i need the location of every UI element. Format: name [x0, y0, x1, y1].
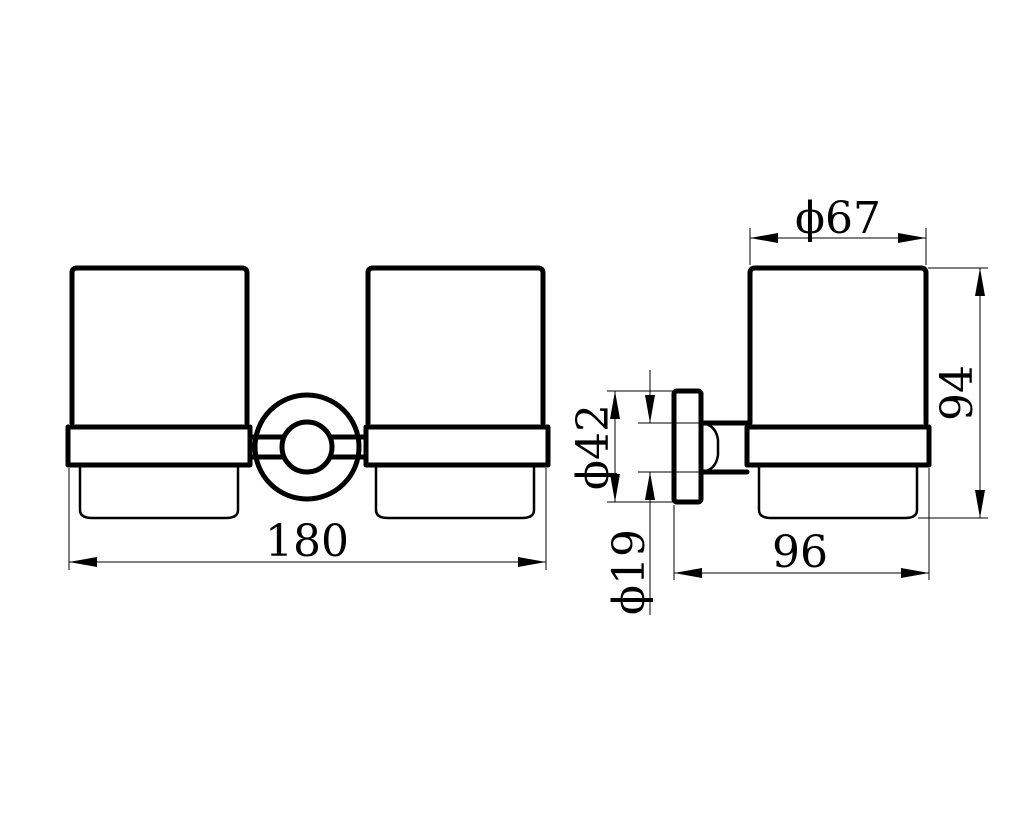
dim-base-diameter: ϕ42 — [568, 390, 674, 503]
side-view: ϕ67 94 96 ϕ42 — [568, 193, 988, 615]
dim-overall-width: 180 — [68, 468, 547, 570]
dim-height-label: 94 — [932, 365, 983, 421]
dim-post-diameter-label: ϕ19 — [604, 529, 655, 615]
wall-flange-side — [671, 388, 750, 505]
right-cup — [363, 265, 551, 520]
dim-height: 94 — [918, 267, 988, 519]
dim-base-diameter-label: ϕ42 — [568, 404, 619, 490]
dim-cup-diameter-label: ϕ67 — [795, 193, 881, 244]
dim-overall-width-label: 180 — [265, 516, 349, 567]
dim-depth-label: 96 — [772, 527, 828, 578]
side-cup — [744, 265, 932, 520]
wall-mount-front — [247, 392, 369, 502]
left-cup — [65, 265, 253, 520]
dim-cup-diameter: ϕ67 — [749, 193, 927, 265]
dim-depth: 96 — [673, 468, 930, 580]
dim-post-diameter: ϕ19 — [604, 370, 700, 615]
front-view: 180 — [65, 265, 551, 570]
